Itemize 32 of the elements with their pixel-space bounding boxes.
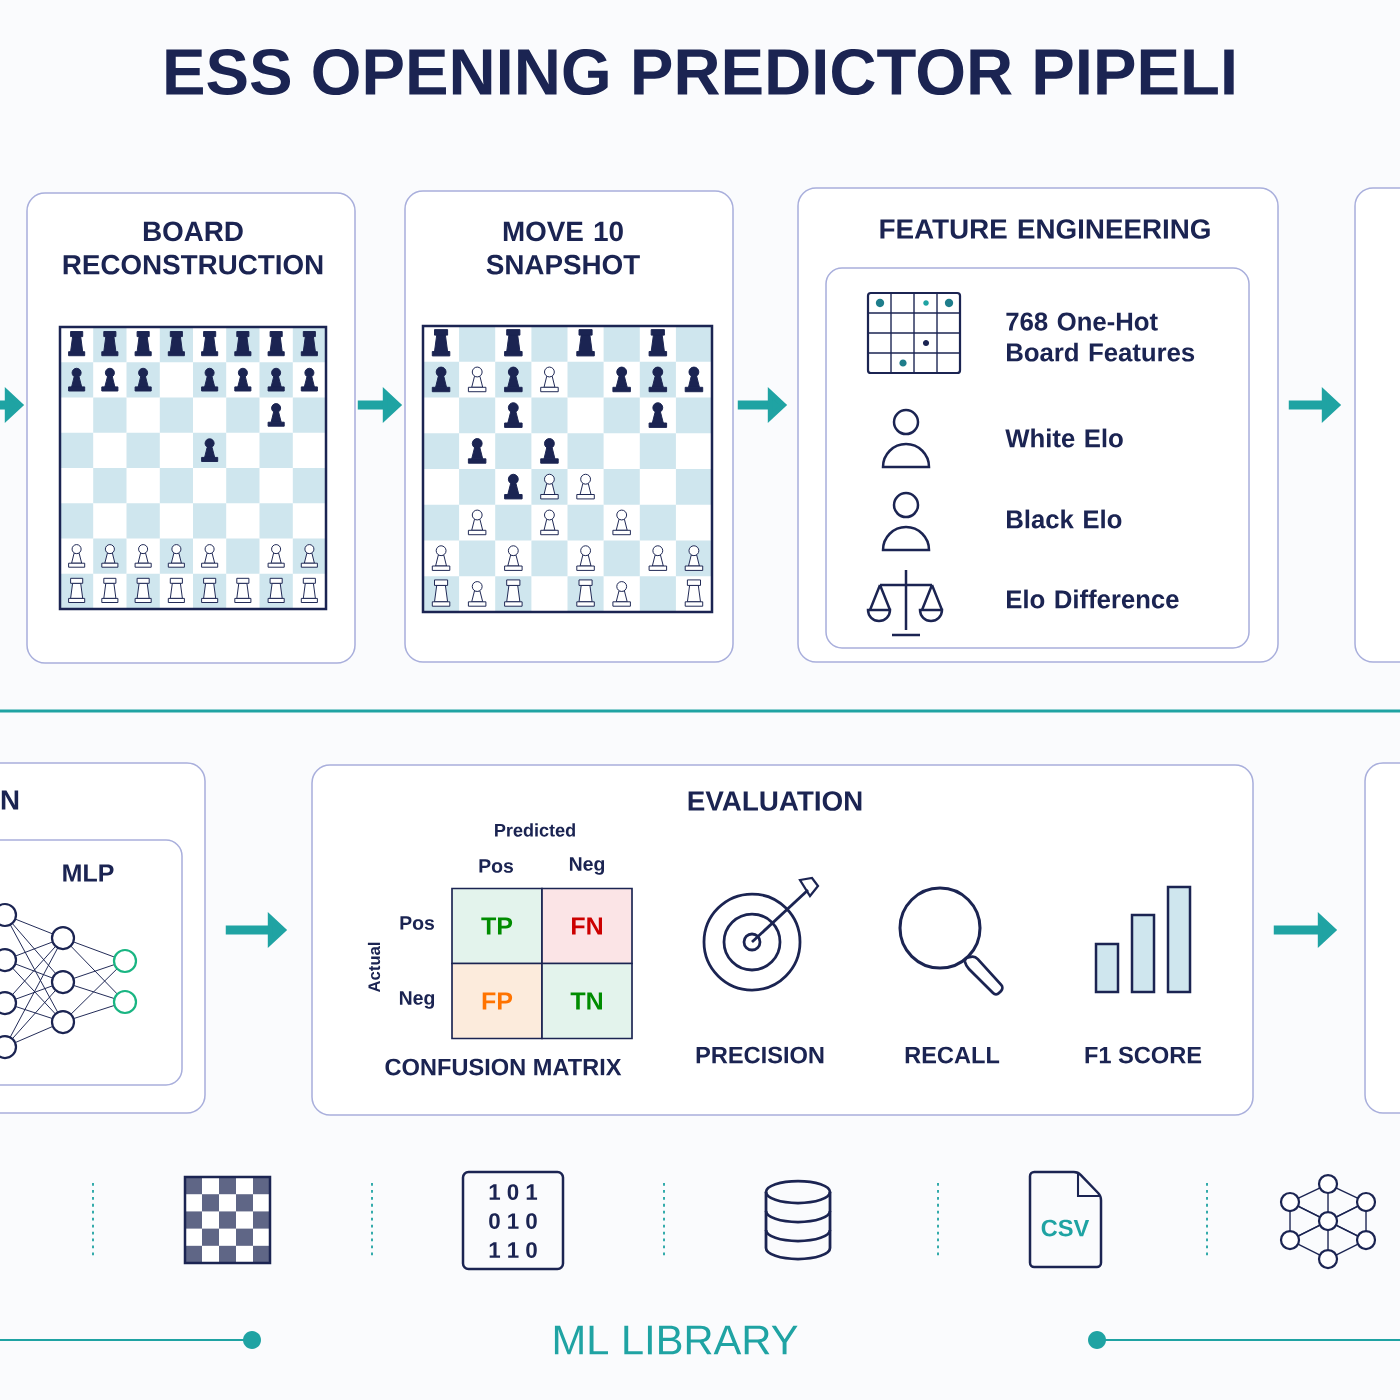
footer-text: ML LIBRARY — [554, 1325, 798, 1355]
caption: CONFUSION MATRIX — [385, 1058, 622, 1076]
pipeline-card — [1354, 187, 1400, 663]
axis-label: Pos — [479, 859, 514, 873]
axis-label: Neg — [569, 857, 605, 875]
axis-label: Neg — [399, 991, 435, 1009]
matrix-cell: FN — [541, 887, 633, 965]
binary-row: 0 1 0 — [489, 1213, 537, 1229]
caption: F1 SCORE — [1085, 1046, 1202, 1064]
feature-label: White Elo — [1005, 428, 1123, 448]
caption: PRECISION — [696, 1046, 824, 1064]
card-heading: EVALUATION — [688, 791, 862, 811]
panel-heading: MLP — [63, 864, 114, 882]
axis-label: Actual — [367, 942, 381, 993]
axis-label: Predicted — [495, 823, 575, 837]
matrix-cell: FP — [451, 962, 543, 1040]
binary-row: 1 1 0 — [489, 1242, 537, 1258]
feature-label: Elo Difference — [1007, 589, 1179, 609]
card-heading: MOVE 10 SNAPSHOT — [486, 221, 640, 275]
card-heading: FEATURE ENGINEERING — [880, 219, 1210, 239]
card-heading: BOARD RECONSTRUCTION — [63, 221, 323, 275]
feature-label: 768 One-Hot Board Features — [1006, 312, 1195, 362]
file-type-label: CSV — [1041, 1219, 1090, 1237]
axis-label: Pos — [400, 916, 435, 930]
binary-row: 1 0 1 — [489, 1184, 538, 1200]
feature-label: Black Elo — [1007, 509, 1122, 529]
caption: RECALL — [905, 1046, 1000, 1064]
matrix-cell: TN — [541, 962, 633, 1040]
pipeline-card — [1364, 762, 1400, 1114]
title: ESS OPENING PREDICTOR PIPELI — [166, 48, 1234, 96]
matrix-cell: TP — [451, 887, 543, 965]
card-heading: N — [1, 790, 19, 810]
